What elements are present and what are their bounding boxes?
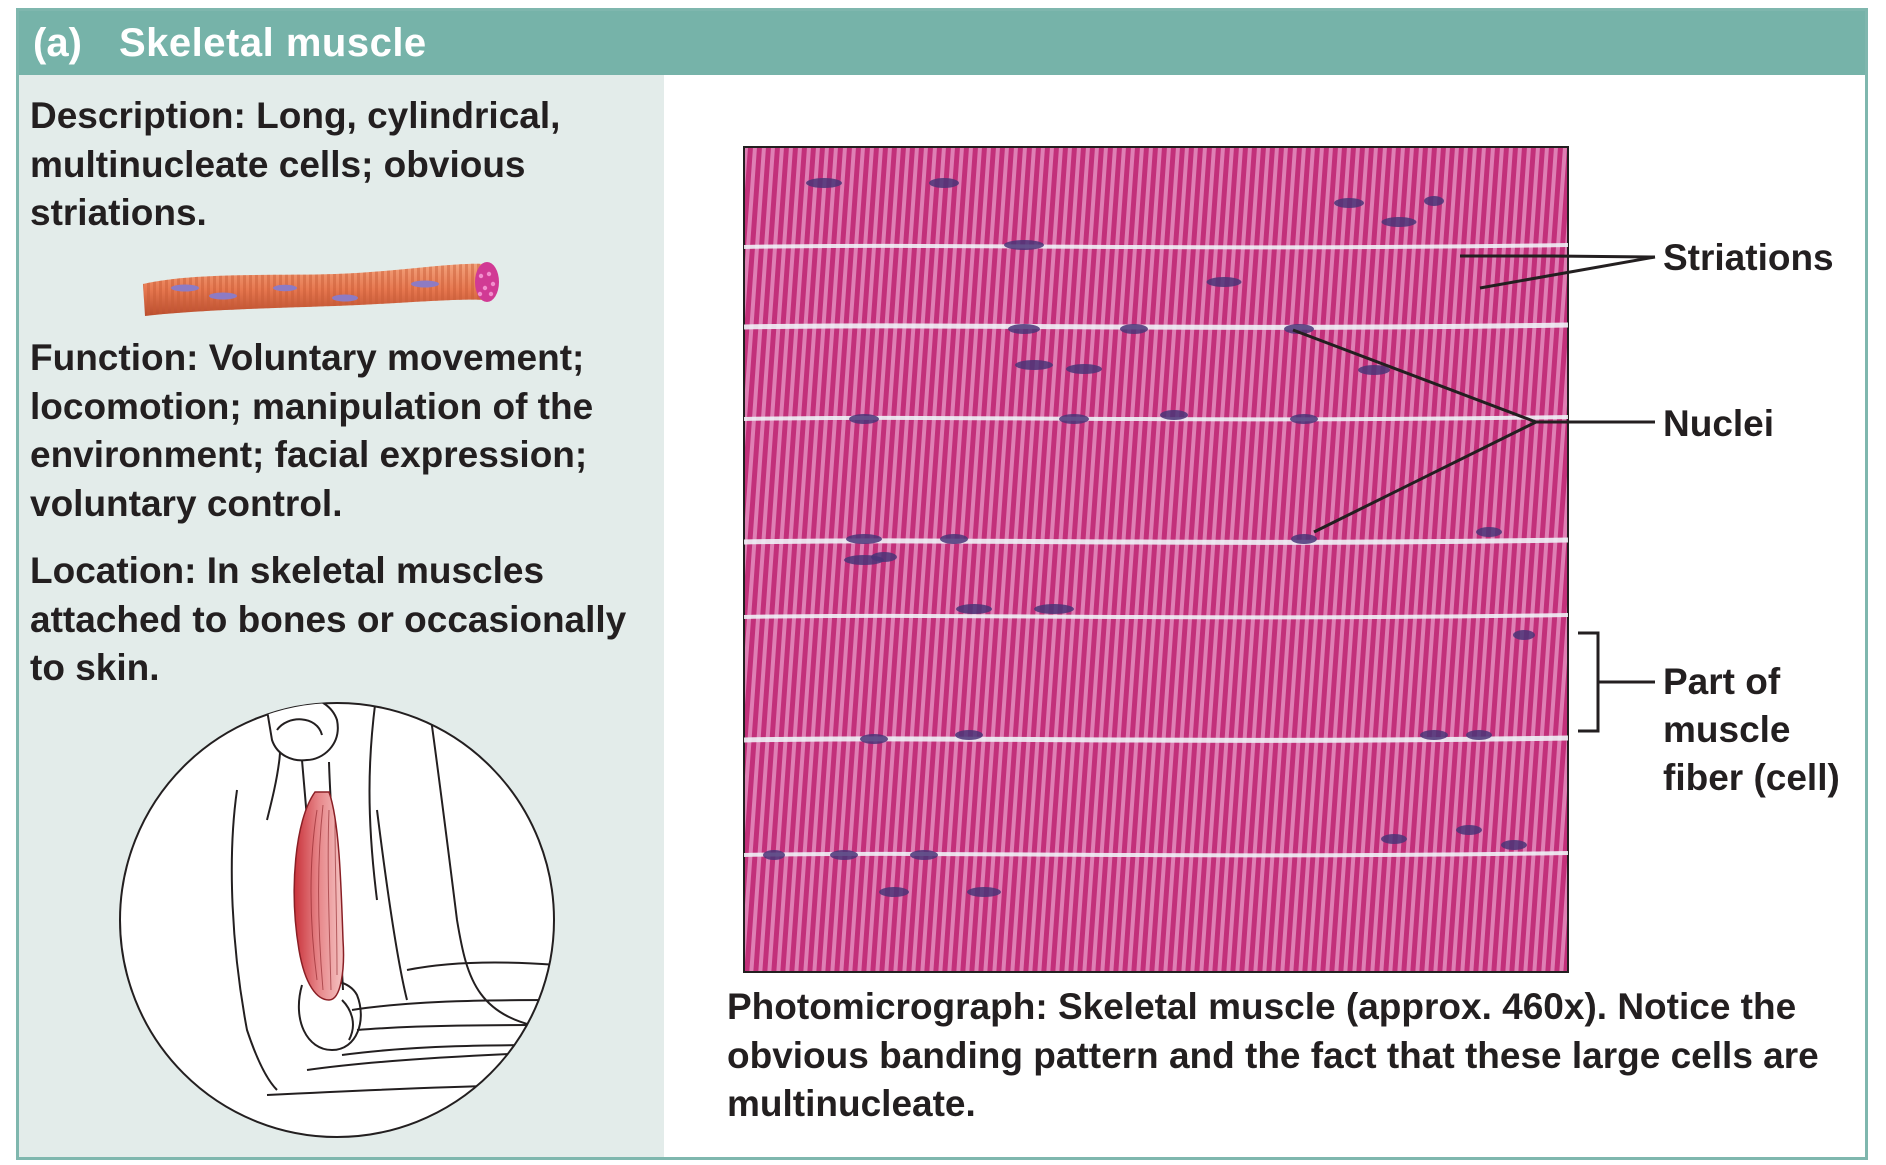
fiber-boundary: [743, 243, 1569, 250]
nucleus: [910, 850, 938, 860]
nucleus: [1501, 840, 1527, 850]
figure-title: Skeletal muscle: [119, 21, 427, 65]
nuclei-leader-2: [1313, 420, 1537, 534]
nucleus: [1015, 360, 1053, 370]
location-block: Location: In skeletal muscles attached t…: [30, 547, 630, 693]
nucleus: [1066, 364, 1102, 374]
nucleus: [1034, 604, 1074, 614]
arm-biceps-illustration: [119, 702, 555, 1138]
nucleus: [871, 552, 897, 562]
nucleus: [1206, 277, 1242, 287]
nucleus: [1290, 414, 1318, 424]
nucleus: [1476, 527, 1502, 537]
nucleus: [879, 887, 909, 897]
nucleus: [955, 730, 983, 740]
fiber-boundary: [743, 613, 1569, 620]
nucleus: [763, 850, 785, 860]
function-heading: Function:: [30, 337, 199, 378]
label-fiber-line1: Part of: [1663, 661, 1781, 702]
location-text: In skeletal muscles attached to bones or…: [30, 550, 627, 688]
nucleus: [1008, 324, 1040, 334]
caption-heading: Photomicrograph:: [727, 986, 1048, 1027]
nucleus: [830, 850, 858, 860]
description-text: Long, cylindrical, multinucleate cells; …: [30, 95, 561, 233]
muscle-fiber-icon: [143, 262, 499, 316]
label-nuclei: Nuclei: [1663, 403, 1775, 444]
nucleus: [849, 414, 879, 424]
fiber-boundary: [743, 735, 1569, 743]
nucleus: [1513, 630, 1535, 640]
nucleus: [940, 534, 968, 544]
caption-text: Skeletal muscle (approx. 460x). Notice t…: [727, 986, 1819, 1124]
figure-tag: (a): [33, 21, 82, 65]
description-heading: Description:: [30, 95, 246, 136]
label-fiber-line2: muscle: [1663, 709, 1791, 750]
nucleus: [1420, 730, 1448, 740]
nucleus: [1284, 324, 1314, 334]
header-bar: (a) Skeletal muscle: [19, 11, 1865, 75]
nucleus: [1424, 196, 1444, 206]
striations-leader-2: [1479, 255, 1656, 290]
photomicrograph: [743, 146, 1569, 973]
nucleus: [1059, 414, 1089, 424]
nucleus: [1358, 365, 1390, 375]
nucleus: [1291, 534, 1317, 544]
label-fiber-line3: fiber (cell): [1663, 757, 1840, 798]
striations-leader-1: [1460, 254, 1656, 259]
fiber-boundary: [743, 537, 1569, 545]
label-striations: Striations: [1663, 237, 1834, 278]
photomicrograph-caption: Photomicrograph: Skeletal muscle (approx…: [727, 983, 1827, 1129]
nucleus: [1120, 324, 1148, 334]
nucleus: [1334, 198, 1364, 208]
nucleus: [1381, 834, 1407, 844]
function-block: Function: Voluntary movement; locomotion…: [30, 334, 670, 528]
nucleus: [860, 734, 888, 744]
nucleus: [967, 887, 1001, 897]
fiber-bracket: [1578, 631, 1600, 733]
nucleus: [846, 534, 882, 544]
nucleus: [929, 178, 959, 188]
description-block: Description: Long, cylindrical, multinuc…: [30, 92, 650, 238]
location-heading: Location:: [30, 550, 197, 591]
function-text: Voluntary movement; locomotion; manipula…: [30, 337, 594, 524]
nucleus: [956, 604, 992, 614]
nucleus: [1466, 730, 1492, 740]
nucleus: [806, 178, 842, 188]
nucleus: [1160, 410, 1188, 420]
nuclei-leader-1: [1292, 328, 1655, 424]
nucleus: [1004, 240, 1044, 250]
fiber-boundary: [743, 322, 1569, 330]
nucleus: [1456, 825, 1482, 835]
nucleus: [1381, 217, 1417, 227]
